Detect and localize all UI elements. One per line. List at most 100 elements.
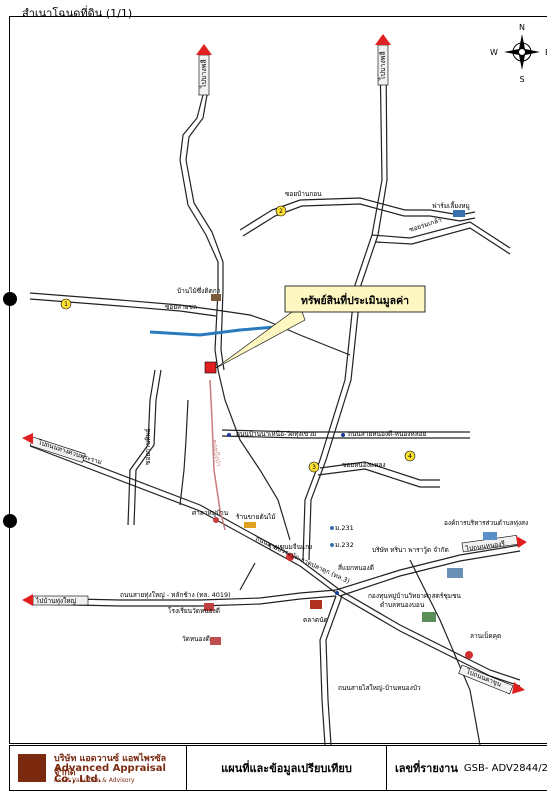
marker-3-label: 3 [312,464,316,471]
report-label: เลขที่รายงาน [395,762,458,775]
trina-factory-icon [447,568,463,578]
company-name-en: Advanced Appraisal Co., Ltd. [54,763,166,785]
shop-icon [244,522,256,528]
company-logo-icon [18,754,46,782]
noodle-shop-icon [286,553,294,561]
soi-sai-chon-label: ซอยสายชล [165,303,197,311]
road-left-vertical [127,369,156,526]
road-south-east [409,559,481,745]
sam-yaek-label: สี่แยกหนองดี [338,563,374,572]
km-232-icon [330,543,334,547]
marker-1 [60,298,72,310]
road-north-left [179,54,219,371]
soi-nong-klaeng-label: ซอยหนองแหลง [342,461,386,469]
road-north-right [302,54,383,561]
shop-noodle-label: ร้านขนมจีนแกง [268,543,312,551]
subject-route [209,379,226,531]
office-water2-label: ตำบลหนองบอน [380,601,425,609]
compass-n: N [519,23,525,32]
arrow-north-left: ไปบางพลี [196,44,212,96]
sala-label: ศาลาหมู่บ้าน [192,509,229,517]
marker-2 [275,205,287,217]
company-trina-label: บริษัท ทรินา พาราวู้ด จำกัด [372,546,449,554]
road-main-diagonal [29,439,521,681]
subject-property-marker [204,361,217,374]
location-map: ไปบางพลี ไปบางพลี ไปถนนทางด่วนพระราม ไปบ… [22,23,547,745]
road-right-east [335,544,521,591]
temple-label: วัดหนองดี [182,635,210,643]
footer-title: แผนที่และข้อมูลเปรียบเทียบ [187,746,387,790]
school-label: โรงเรียนวัดหนองดี [168,607,220,615]
road-ban-kon-label: ซอยบ้านกอน [285,190,322,198]
road-ban-na-wat [217,369,291,541]
report-number: GSB- ADV2844/2564 [463,762,547,774]
ban-khlong-label: บ้านไม้ซึ่งติดกา [177,286,221,295]
arrow-east-lower: ไปถนนตาขุน [458,664,525,695]
shop-tree-label: ร้านขายต้นไม้ [236,513,276,521]
road-left-vertical-2 [179,399,189,506]
compass-w: W [490,48,498,57]
arrow-west-upper: ไปถนนทางด่วนพระราม [22,433,103,466]
arrow-north-right: ไปบางพลี [375,34,391,86]
road-ban-na-wat-label: ถนนบ้านนาเหนือ-วัดทุ่งเขวม [236,430,316,438]
house-icon [211,294,221,301]
tambon-office-icon [483,532,497,540]
binder-hole-top [3,292,17,306]
soi-kan-thip-label: ซอยกานทิพย์ [144,428,152,465]
company-name-th: บริษัท แอดวานซ์ แอพไพรซัล จำกัด [54,754,167,778]
soi-bueng-label: ซอยบึงป่า [210,439,223,468]
temple-icon [210,637,221,645]
compass-icon: N S E W [490,23,547,84]
junction-dot-1 [227,433,231,437]
road-bottom-left-label: ถนนสายทุ่งใหญ่ - หลักช้าง (ทล. 4019) [120,591,231,599]
footer: บริษัท แอดวานซ์ แอพไพรซัล จำกัด Advanced… [9,745,547,791]
footer-report: เลขที่รายงาน GSB- ADV2844/2564 [387,746,547,790]
subject-callout: ทรัพย์สินที่ประเมินมูลค่า [215,285,426,369]
school-icon [204,603,214,611]
sala-icon [213,517,219,523]
marker-4 [404,450,416,462]
road-rom-klao [371,221,511,249]
market-label: ตลาดนัด [303,616,328,624]
compass-e: E [545,48,547,57]
road-sai-chon [215,309,351,356]
road-bottom-left [29,589,337,601]
junction-dot-2 [341,433,345,437]
binder-hole-bottom [3,514,17,528]
road-nong-klaeng [319,461,440,481]
marker-4-label: 4 [408,453,412,460]
office-water-label: กองทุนหมู่บ้านวิทยาศาสตร์ชุมชน [368,592,461,600]
to-ban-thung-yai-label: ไปบ้านทุ่งใหญ่ [35,597,77,605]
marker-3 [308,461,320,473]
market-icon [310,600,322,609]
road-nong-lok-label: ถนนสายหนองดี-หนองหลอย [348,430,427,438]
road-network [29,54,521,745]
km-231-icon [330,526,334,530]
road-left-soi [29,292,217,311]
company-right-label: องค์การบริหารส่วนตำบลทุ่งสง [444,519,528,527]
farm-icon [453,210,465,217]
km232-label: ม.232 [335,541,354,549]
marker-2-label: 2 [279,208,283,215]
canal [149,325,276,337]
footer-company: บริษัท แอดวานซ์ แอพไพรซัล จำกัด Advanced… [10,746,187,790]
shop-mall-icon [465,651,473,659]
road-bottom-right-label: ถนนสายไสใหญ่-บ้านหนองบัว [338,684,421,692]
farm-label: ฟาร์มเลี้ยงหมู [432,201,470,210]
road-south [319,595,337,745]
road-ban-na-wat-east [221,429,345,433]
junction-dot-3 [335,591,339,595]
to-bang-phli-ne-label: ไปบางพลี [378,51,387,81]
arrow-west-lower: ไปบ้านทุ่งใหญ่ [22,594,89,606]
to-bang-phli-north-label: ไปบางพลี [199,59,208,89]
km231-label: ม.231 [335,524,354,532]
marker-1-label: 1 [64,301,68,308]
compass-s: S [519,75,524,84]
map-frame [3,16,547,744]
road-west-branch [239,562,256,591]
office-water-icon [422,612,436,622]
shop-mall-label: ลานเบ็ดคุด [470,631,501,640]
company-subtitle: Asset Valuation & Advisory [54,777,135,784]
arrow-east-upper: ไปถนนหนองรี [461,535,527,553]
callout-label: ทรัพย์สินที่ประเมินมูลค่า [301,292,409,308]
